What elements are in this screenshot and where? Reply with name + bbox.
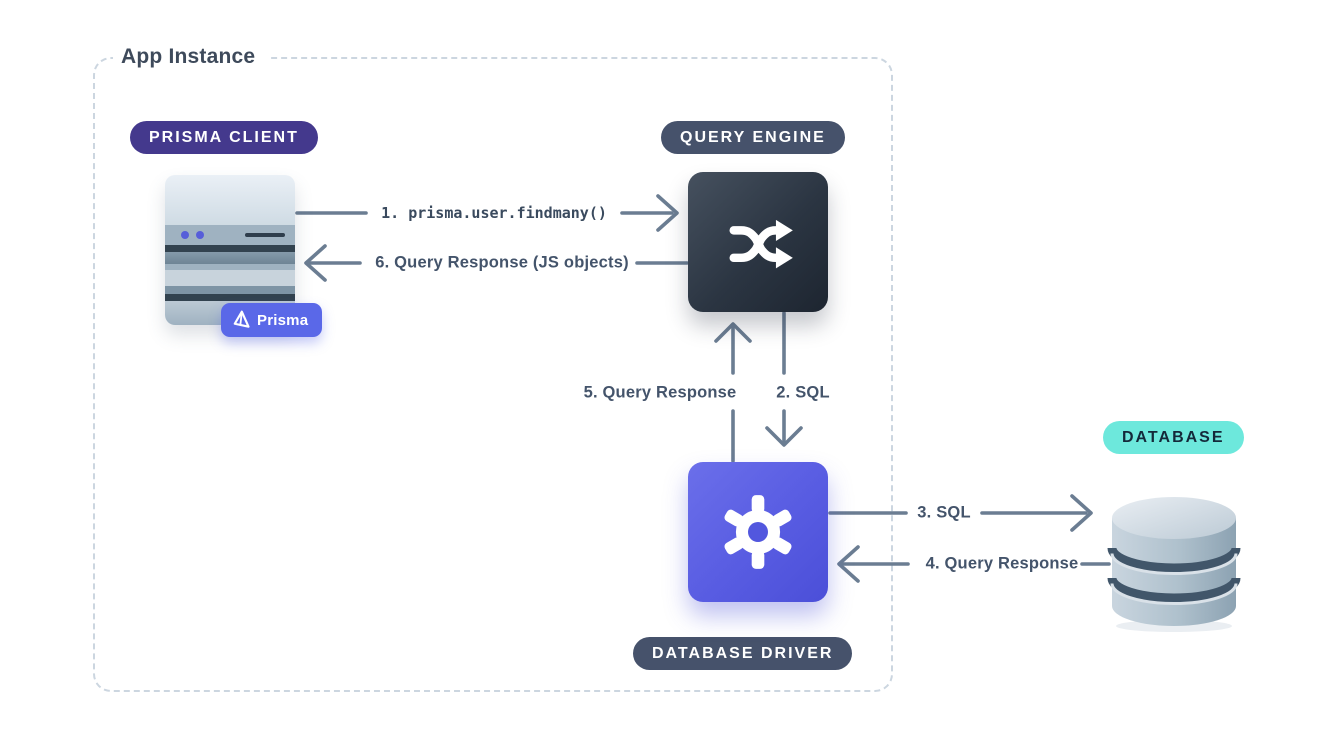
app-instance-title: App Instance (113, 43, 272, 71)
server-icon (165, 175, 295, 325)
database-badge: DATABASE (1103, 421, 1244, 454)
server-control-strip (165, 225, 295, 245)
query-engine-node (688, 172, 828, 312)
edge-label-query-response-left: 4. Query Response (925, 554, 1079, 573)
database-driver-node (688, 462, 828, 602)
gear-icon (724, 495, 792, 569)
server-led-icon (181, 231, 189, 239)
edge-label-findmany: 1. prisma.user.findmany() (381, 204, 607, 222)
server-top-panel (165, 175, 295, 225)
prisma-triangle-icon (233, 310, 250, 328)
database-driver-badge: DATABASE DRIVER (633, 637, 853, 670)
app-instance-container: App Instance (93, 43, 893, 692)
prisma-client-badge: PRISMA CLIENT (130, 121, 318, 154)
edge-label-sql-down: 2. SQL (776, 383, 830, 402)
edge-label-query-response-js: 6. Query Response (JS objects) (375, 253, 629, 272)
server-led-icon (196, 231, 204, 239)
edge-label-query-response-up: 5. Query Response (583, 383, 737, 402)
server-slot-icon (245, 233, 285, 237)
prisma-logo-badge: Prisma (221, 303, 323, 337)
edge-label-sql-right: 3. SQL (917, 503, 971, 522)
database-cylinder-icon (1106, 476, 1242, 634)
prisma-logo-label: Prisma (257, 311, 309, 329)
shuffle-icon (729, 219, 793, 269)
query-engine-badge: QUERY ENGINE (661, 121, 845, 154)
